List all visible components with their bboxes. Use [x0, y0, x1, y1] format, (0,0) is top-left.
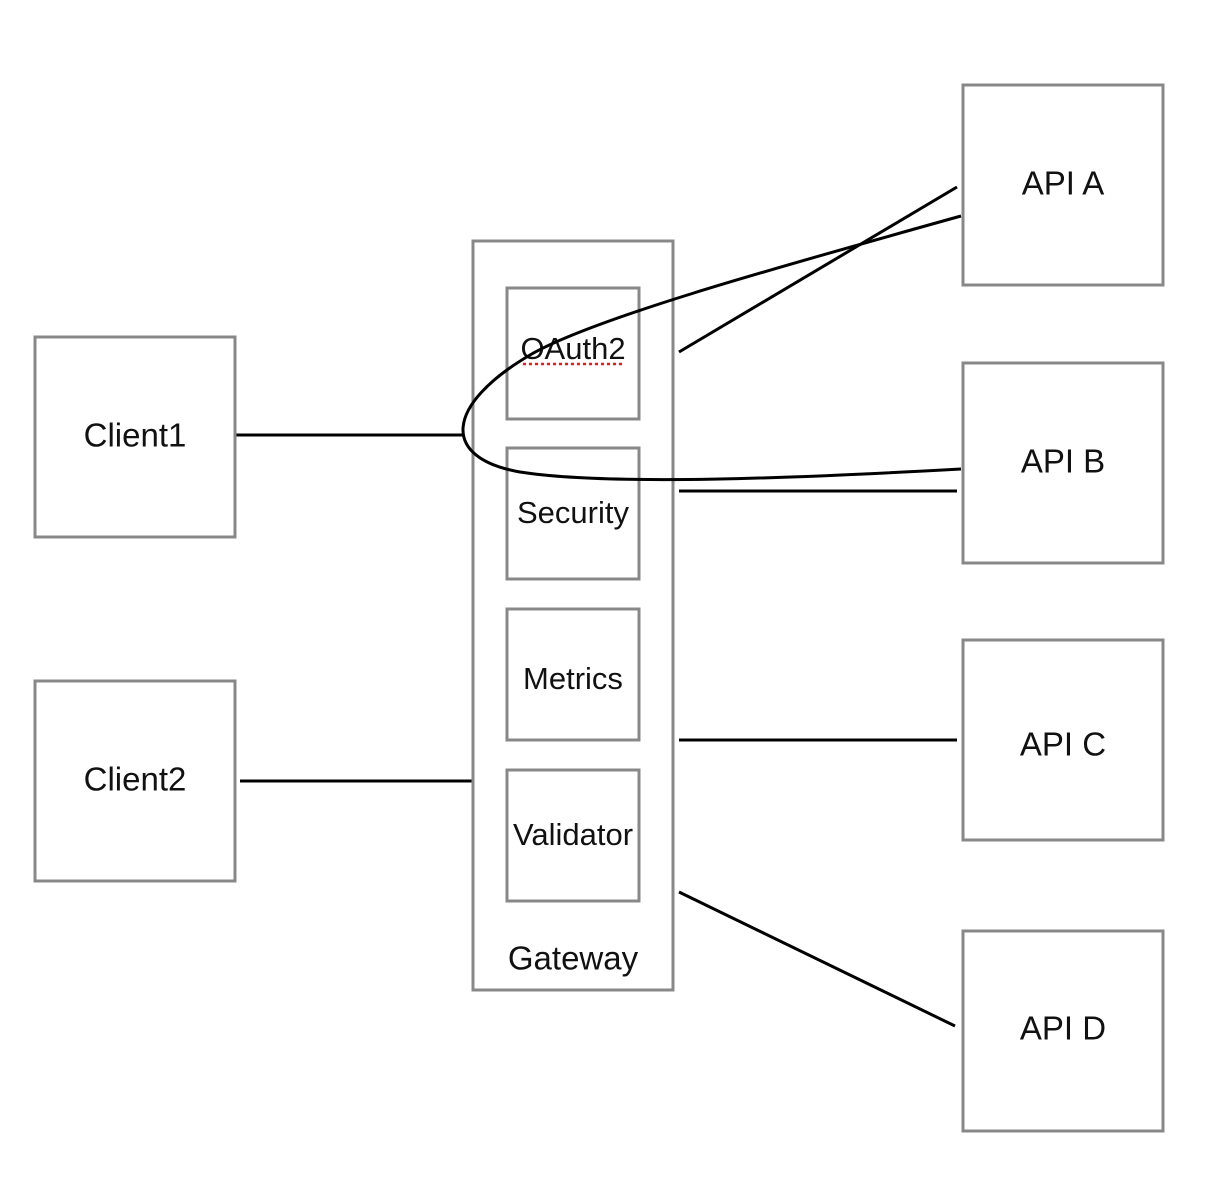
connector-gateway-api-a	[678, 185, 958, 354]
api-a-label: API A	[1022, 165, 1105, 202]
security-module-label: Security	[517, 495, 629, 530]
api-c-label: API C	[1020, 726, 1106, 763]
metrics-module-box[interactable]	[505, 607, 641, 742]
api-a[interactable]: API A	[961, 83, 1165, 287]
api-a-box[interactable]	[961, 83, 1165, 287]
client-2-label: Client2	[84, 761, 187, 798]
client-2[interactable]: Client2	[33, 679, 237, 883]
gateway-label: Gateway	[508, 940, 639, 977]
connectors	[235, 185, 958, 1028]
api-d-label: API D	[1020, 1010, 1106, 1047]
gateway-module-oauth2[interactable]: OAuth2	[505, 286, 641, 421]
api-d-box[interactable]	[961, 929, 1165, 1133]
gateway-module-validator[interactable]: Validator	[505, 768, 641, 903]
oauth2-module-label: OAuth2	[520, 331, 625, 366]
client-1-box[interactable]	[33, 335, 237, 539]
security-module-box[interactable]	[505, 446, 641, 581]
client-1-label: Client1	[84, 417, 187, 454]
client-2-box[interactable]	[33, 679, 237, 883]
gateway-module-security[interactable]: Security	[505, 446, 641, 581]
metrics-module-label: Metrics	[523, 661, 623, 696]
validator-module-box[interactable]	[505, 768, 641, 903]
gateway[interactable]: OAuth2 Security Metrics Validator Gatewa…	[471, 239, 675, 992]
gateway-module-metrics[interactable]: Metrics	[505, 607, 641, 742]
validator-module-label: Validator	[513, 817, 633, 852]
api-d[interactable]: API D	[961, 929, 1165, 1133]
oauth2-module-box[interactable]	[505, 286, 641, 421]
client1-api-a-b-loop-curve	[461, 214, 962, 482]
api-c-box[interactable]	[961, 638, 1165, 842]
api-b[interactable]: API B	[961, 361, 1165, 565]
gateway-box[interactable]	[471, 239, 675, 992]
api-c[interactable]: API C	[961, 638, 1165, 842]
api-b-box[interactable]	[961, 361, 1165, 565]
api-b-label: API B	[1021, 443, 1105, 480]
connector-gateway-api-d	[678, 890, 956, 1028]
client-1[interactable]: Client1	[33, 335, 237, 539]
